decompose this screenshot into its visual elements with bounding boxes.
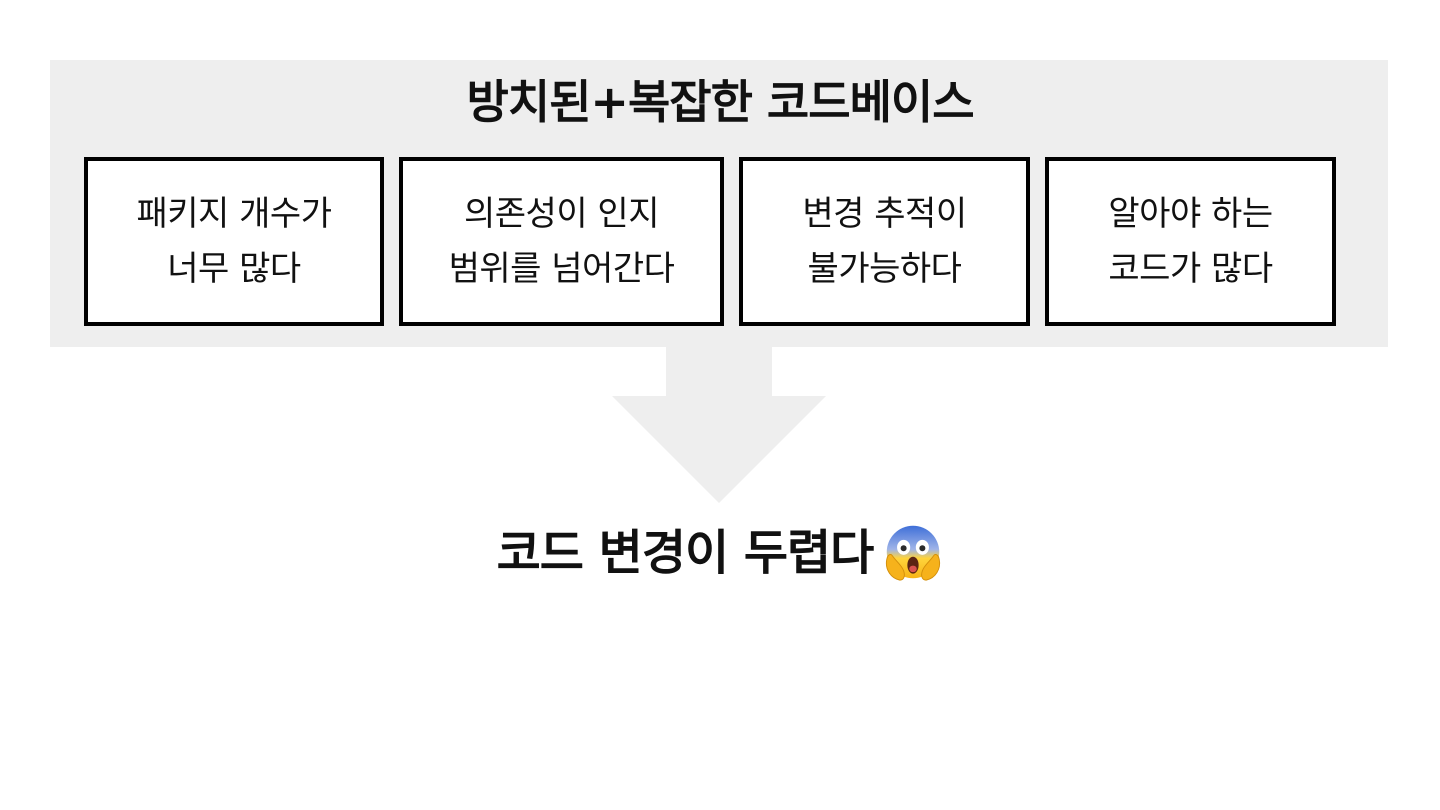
down-arrow-icon: [612, 346, 826, 503]
problem-box-code-to-know: 알아야 하는 코드가 많다: [1045, 157, 1336, 326]
problem-box-line-1: 의존성이 인지: [464, 193, 659, 234]
down-arrow-shape: [612, 346, 826, 503]
problem-box-line-2: 코드가 많다: [1108, 248, 1273, 289]
problem-box-line-2: 너무 많다: [167, 248, 301, 289]
problem-box-package-count: 패키지 개수가 너무 많다: [84, 157, 384, 326]
problem-box-text: 변경 추적이 불가능하다: [802, 187, 967, 297]
problem-box-dependencies: 의존성이 인지 범위를 넘어간다: [399, 157, 724, 326]
conclusion-text: 코드 변경이 두렵다: [496, 525, 875, 581]
problem-box-line-1: 알아야 하는: [1108, 193, 1273, 234]
conclusion: 코드 변경이 두렵다: [0, 518, 1440, 588]
problem-box-text: 알아야 하는 코드가 많다: [1108, 187, 1273, 297]
problem-box-text: 의존성이 인지 범위를 넘어간다: [449, 187, 675, 297]
problem-box-text: 패키지 개수가 너무 많다: [136, 187, 333, 297]
problem-box-line-1: 변경 추적이: [802, 193, 967, 234]
problem-box-line-2: 범위를 넘어간다: [448, 248, 675, 289]
problem-box-change-tracking: 변경 추적이 불가능하다: [739, 157, 1030, 326]
screaming-face-icon: [886, 525, 941, 581]
problem-box-line-1: 패키지 개수가: [136, 193, 333, 234]
problem-box-line-2: 불가능하다: [807, 248, 962, 289]
panel-title: 방치된+복잡한 코드베이스: [466, 75, 974, 129]
